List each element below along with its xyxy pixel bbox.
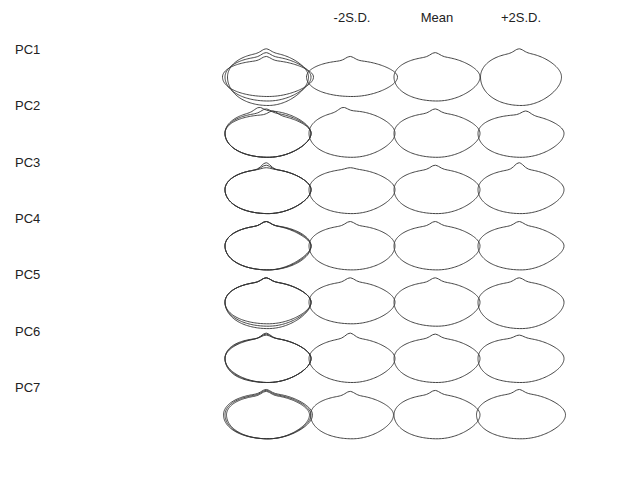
overlay-outline <box>225 107 311 157</box>
shell-outline <box>394 390 480 438</box>
row-label: PC3 <box>15 153 40 171</box>
row-label-text: PC1 <box>15 42 40 57</box>
shell-outline <box>311 391 394 438</box>
overlay-outline <box>225 109 311 157</box>
overlay-outline <box>225 333 311 382</box>
overlay-outline <box>225 165 311 213</box>
shell-outline <box>394 53 480 101</box>
shell-outline <box>394 334 480 382</box>
shell-outline <box>478 278 564 329</box>
row-label: PC1 <box>15 40 40 58</box>
row-label-text: PC2 <box>15 98 40 113</box>
row-label: PC5 <box>15 265 40 283</box>
shell-outline <box>477 389 566 438</box>
column-header-text: -2S.D. <box>334 10 371 25</box>
row-label-text: PC4 <box>15 211 40 226</box>
shell-outline <box>478 335 564 382</box>
shell-outline <box>394 278 480 326</box>
overlay-outline <box>225 278 311 329</box>
overlay-outline <box>225 278 311 324</box>
column-header-text: +2S.D. <box>501 10 541 25</box>
overlay-outline <box>228 49 309 106</box>
column-header: -2S.D. <box>334 8 371 26</box>
row-label-text: PC5 <box>15 267 40 282</box>
row-label-text: PC6 <box>15 324 40 339</box>
row-label: PC6 <box>15 322 40 340</box>
shell-outline <box>309 222 395 270</box>
overlay-outline <box>225 163 311 214</box>
overlay-outline <box>225 335 311 382</box>
row-label: PC7 <box>15 378 40 396</box>
shell-outline <box>394 165 480 213</box>
shell-outline <box>478 111 564 157</box>
row-label: PC4 <box>15 209 40 227</box>
shell-outline <box>394 222 480 270</box>
overlay-outline <box>225 390 311 438</box>
row-label-text: PC3 <box>15 155 40 170</box>
shell-outline <box>478 163 564 214</box>
overlay-outline <box>225 222 311 270</box>
column-header: Mean <box>421 8 454 26</box>
row-label-text: PC7 <box>15 380 40 395</box>
column-header: +2S.D. <box>501 8 541 26</box>
overlay-outline <box>224 389 313 438</box>
overlay-outline <box>225 334 311 382</box>
shell-outline <box>478 222 564 270</box>
shell-outline <box>481 49 562 106</box>
overlay-outline <box>225 222 311 270</box>
shell-outline <box>309 333 395 382</box>
shell-outline <box>309 107 395 157</box>
overlay-outline <box>225 222 311 270</box>
row-label: PC2 <box>15 96 40 114</box>
shell-outline <box>307 56 398 96</box>
shell-outline <box>309 168 395 214</box>
column-header-text: Mean <box>421 10 454 25</box>
shell-outline <box>394 109 480 157</box>
overlay-outline <box>225 111 311 157</box>
shell-outline <box>309 278 395 324</box>
